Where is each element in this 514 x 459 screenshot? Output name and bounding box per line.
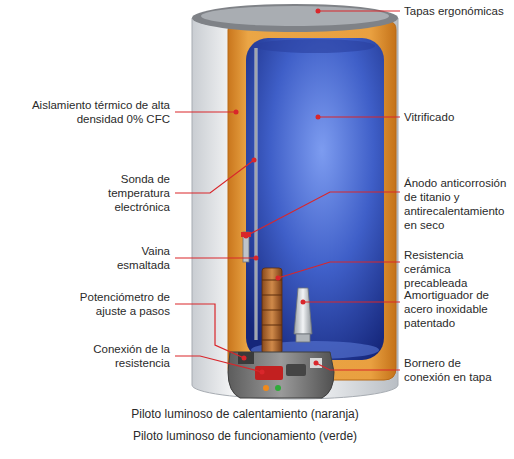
leader-lines bbox=[175, 11, 400, 372]
part-label: Tapas ergonómicas bbox=[404, 4, 510, 18]
leader-dots bbox=[234, 9, 321, 375]
top-cap bbox=[192, 4, 398, 32]
part-label: Piloto luminoso de calentamiento (naranj… bbox=[95, 406, 395, 422]
part-label: Potenciómetro de ajuste a pasos bbox=[70, 290, 170, 318]
part-label: Piloto luminoso de funcionamiento (verde… bbox=[95, 428, 395, 444]
part-label: Ánodo anticorrosión de titanio y antirec… bbox=[404, 176, 510, 232]
outer-shell bbox=[192, 18, 398, 399]
part-label: Vitrificado bbox=[404, 110, 510, 124]
part-label: Sonda de temperatura electrónica bbox=[85, 172, 170, 214]
part-label: Vaina esmaltada bbox=[100, 244, 170, 272]
part-label: Bornero de conexión en tapa bbox=[404, 356, 510, 384]
bottom-cap bbox=[228, 352, 334, 398]
damper bbox=[294, 288, 312, 342]
part-label: Resistencia cerámica precableada bbox=[404, 248, 510, 290]
part-label: Aislamiento térmico de alta densidad 0% … bbox=[30, 98, 170, 126]
temperature-probe bbox=[256, 48, 257, 340]
part-label: Conexión de la resistencia bbox=[90, 342, 170, 370]
vitrified-tank bbox=[246, 38, 384, 360]
ceramic-resistance bbox=[262, 268, 282, 354]
part-label: Amortiguador de acero inoxidable patenta… bbox=[404, 288, 510, 330]
